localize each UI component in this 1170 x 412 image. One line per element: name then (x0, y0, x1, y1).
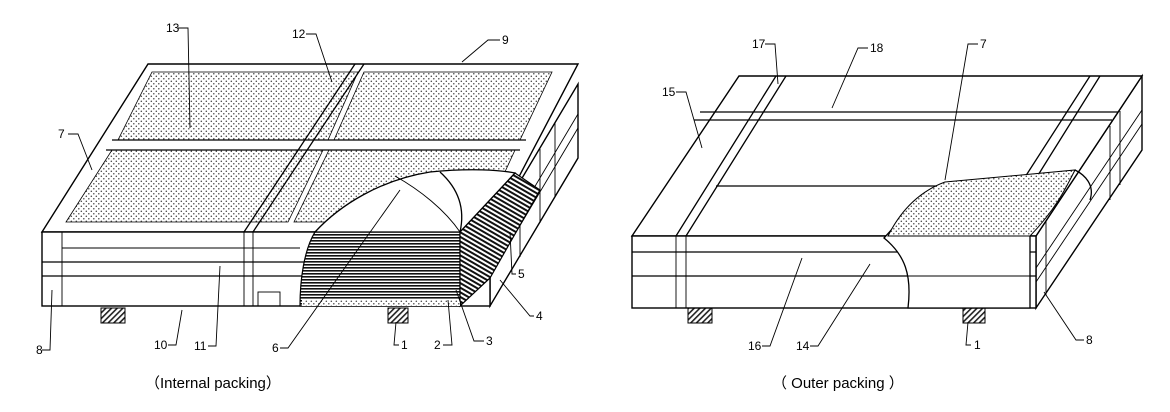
dotted-sheet-panel (117, 71, 359, 141)
label-3: 3 (486, 334, 493, 348)
base-sheet (302, 300, 460, 306)
outer-packing-figure (630, 73, 1144, 324)
label-8: 8 (36, 343, 43, 357)
inner-dotted-sheet (887, 169, 1076, 237)
label-5: 5 (518, 267, 525, 281)
label-18: 18 (870, 41, 884, 55)
label-15: 15 (662, 85, 676, 99)
label-7: 7 (58, 127, 65, 141)
wrapping-film (313, 169, 517, 233)
leader-lines (42, 27, 1084, 351)
label-8: 8 (1086, 333, 1093, 347)
label-11: 11 (194, 339, 207, 353)
foot-block-right (962, 307, 986, 324)
dotted-sheet-panel (333, 71, 553, 141)
label-9: 9 (502, 33, 509, 47)
foot-block-left (687, 307, 713, 324)
label-13: 13 (166, 21, 180, 35)
label-12: 12 (292, 27, 306, 41)
label-16: 16 (748, 339, 762, 353)
label-4: 4 (536, 309, 543, 323)
label-14: 14 (796, 339, 810, 353)
label-10: 10 (154, 338, 168, 352)
caption-internal-packing: （Internal packing） (145, 375, 281, 392)
label-1: 1 (401, 338, 408, 352)
label-2: 2 (434, 338, 441, 352)
foot-block-right (387, 307, 409, 324)
label-7: 7 (980, 37, 987, 51)
callout-labels: 13 12 9 7 5 4 3 2 1 6 11 10 8 17 18 7 15… (36, 21, 1093, 357)
foot-block-left (100, 307, 126, 324)
internal-packing-figure (40, 63, 580, 324)
sheet-stack-cutaway (299, 231, 461, 307)
label-6: 6 (272, 341, 279, 355)
caption-outer-packing: （ Outer packing ） (772, 375, 904, 392)
label-1: 1 (974, 338, 981, 352)
label-17: 17 (752, 37, 766, 51)
